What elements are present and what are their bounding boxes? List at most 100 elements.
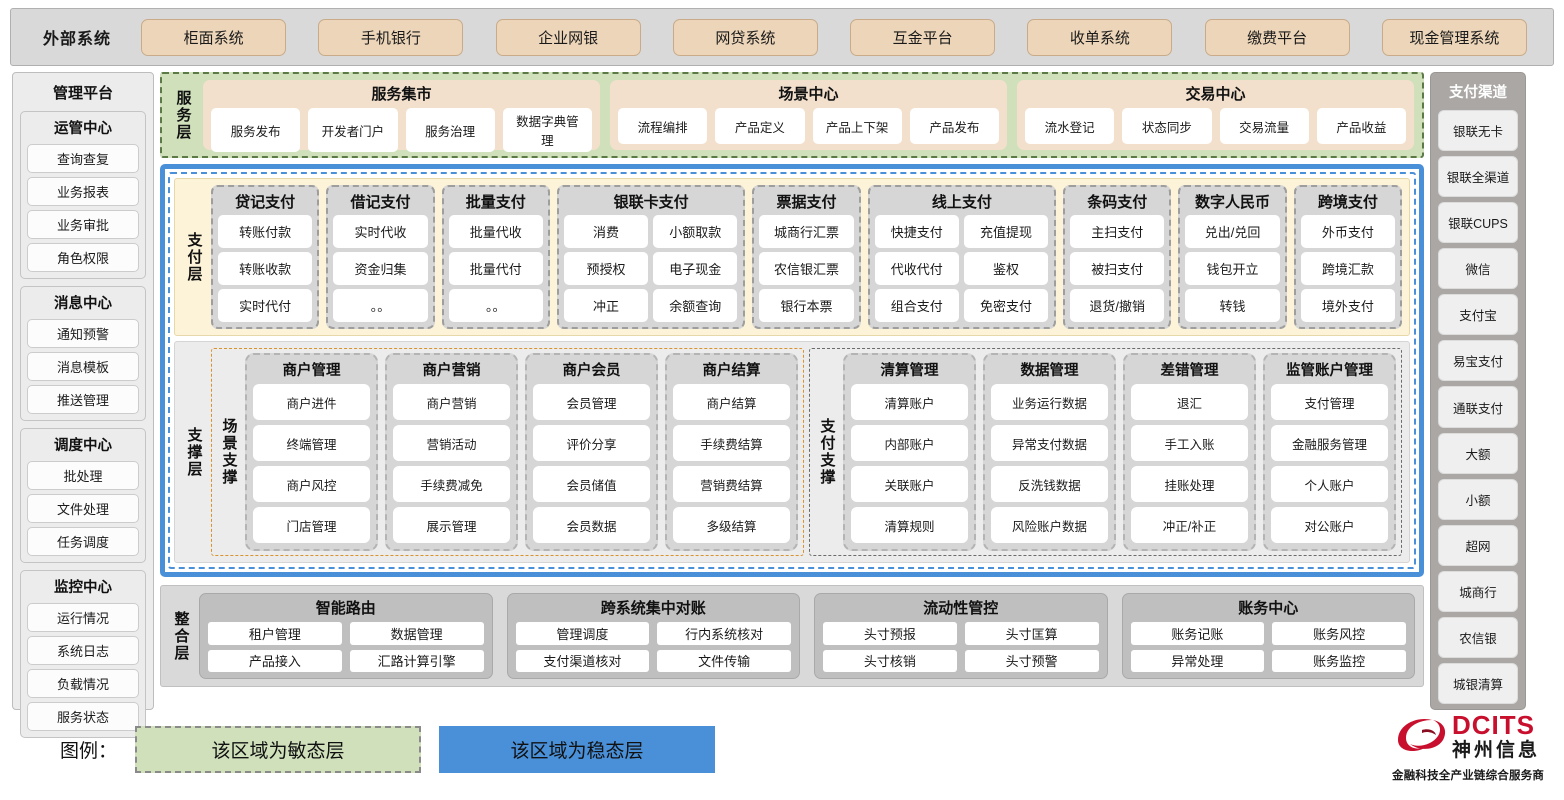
sidebar-item[interactable]: 业务报表 [27, 177, 139, 206]
support-item[interactable]: 多级结算 [673, 507, 790, 543]
payment-channel-item[interactable]: 微信 [1438, 248, 1518, 290]
sidebar-item[interactable]: 服务状态 [27, 702, 139, 731]
payment-item[interactable]: 农信银汇票 [759, 252, 854, 285]
sidebar-item[interactable]: 查询查复 [27, 144, 139, 173]
payment-item[interactable]: 免密支付 [963, 289, 1049, 322]
payment-channel-item[interactable]: 银联全渠道 [1438, 156, 1518, 198]
support-item[interactable]: 门店管理 [253, 507, 370, 543]
payment-channel-item[interactable]: 超网 [1438, 524, 1518, 566]
external-system-item[interactable]: 网贷系统 [672, 18, 818, 56]
payment-item[interactable]: 消费 [563, 215, 649, 248]
sidebar-item[interactable]: 推送管理 [27, 385, 139, 414]
service-item[interactable]: 产品发布 [909, 108, 999, 144]
sidebar-item[interactable]: 任务调度 [27, 527, 139, 556]
external-system-item[interactable]: 收单系统 [1027, 18, 1173, 56]
support-item[interactable]: 会员管理 [533, 384, 650, 420]
integration-item[interactable]: 头寸匡算 [964, 622, 1099, 645]
payment-item[interactable]: 代收代付 [874, 252, 959, 285]
payment-item[interactable]: 批量代收 [448, 215, 543, 248]
payment-item[interactable]: 预授权 [563, 252, 649, 285]
payment-item[interactable]: 快捷支付 [874, 215, 959, 248]
integration-item[interactable]: 行内系统核对 [657, 622, 791, 645]
sidebar-item[interactable]: 业务审批 [27, 210, 139, 239]
integration-item[interactable]: 租户管理 [208, 622, 342, 645]
support-item[interactable]: 清算规则 [851, 507, 968, 543]
payment-item[interactable]: 冲正 [563, 289, 649, 322]
integration-item[interactable]: 文件传输 [657, 649, 791, 672]
sidebar-item[interactable]: 通知预警 [27, 319, 139, 348]
support-item[interactable]: 金融服务管理 [1271, 425, 1388, 461]
payment-item[interactable]: 小额取款 [653, 215, 738, 248]
sidebar-item[interactable]: 负载情况 [27, 669, 139, 698]
support-item[interactable]: 关联账户 [851, 466, 968, 502]
payment-channel-item[interactable]: 城商行 [1438, 570, 1518, 612]
support-item[interactable]: 支付管理 [1271, 384, 1388, 420]
external-system-item[interactable]: 柜面系统 [141, 18, 287, 56]
integration-item[interactable]: 汇路计算引擎 [349, 649, 484, 672]
support-item[interactable]: 会员储值 [533, 466, 650, 502]
support-item[interactable]: 反洗钱数据 [991, 466, 1108, 502]
payment-channel-item[interactable]: 通联支付 [1438, 386, 1518, 428]
payment-item[interactable]: 电子现金 [653, 252, 738, 285]
payment-item[interactable]: 充值提现 [963, 215, 1049, 248]
support-item[interactable]: 业务运行数据 [991, 384, 1108, 420]
external-system-item[interactable]: 互金平台 [850, 18, 996, 56]
support-item[interactable]: 商户进件 [253, 384, 370, 420]
external-system-item[interactable]: 现金管理系统 [1381, 18, 1527, 56]
payment-item[interactable]: 转钱 [1185, 289, 1280, 322]
sidebar-item[interactable]: 角色权限 [27, 243, 139, 272]
integration-item[interactable]: 账务风控 [1272, 622, 1406, 645]
payment-item[interactable]: 退货/撤销 [1070, 289, 1165, 322]
support-item[interactable]: 内部账户 [851, 425, 968, 461]
support-item[interactable]: 手工入账 [1131, 425, 1248, 461]
integration-item[interactable]: 管理调度 [515, 622, 650, 645]
support-item[interactable]: 商户风控 [253, 466, 370, 502]
payment-channel-item[interactable]: 农信银 [1438, 616, 1518, 658]
support-item[interactable]: 手续费结算 [673, 425, 790, 461]
support-item[interactable]: 商户结算 [673, 384, 790, 420]
support-item[interactable]: 会员数据 [533, 507, 650, 543]
support-item[interactable]: 营销活动 [393, 425, 510, 461]
service-item[interactable]: 流水登记 [1025, 108, 1115, 144]
external-system-item[interactable]: 缴费平台 [1204, 18, 1350, 56]
service-item[interactable]: 开发者门户 [308, 108, 398, 152]
support-item[interactable]: 冲正/补正 [1131, 507, 1248, 543]
payment-item[interactable]: 。。 [333, 289, 428, 322]
sidebar-item[interactable]: 运行情况 [27, 603, 139, 632]
payment-item[interactable]: 外币支付 [1300, 215, 1395, 248]
support-item[interactable]: 风险账户数据 [991, 507, 1108, 543]
payment-item[interactable]: 组合支付 [874, 289, 959, 322]
service-item[interactable]: 流程编排 [618, 108, 708, 144]
payment-channel-item[interactable]: 大额 [1438, 432, 1518, 474]
payment-item[interactable]: 批量代付 [448, 252, 543, 285]
sidebar-item[interactable]: 系统日志 [27, 636, 139, 665]
integration-item[interactable]: 头寸预报 [823, 622, 957, 645]
service-item[interactable]: 服务发布 [211, 108, 301, 152]
support-item[interactable]: 终端管理 [253, 425, 370, 461]
support-item[interactable]: 退汇 [1131, 384, 1248, 420]
sidebar-item[interactable]: 文件处理 [27, 494, 139, 523]
payment-item[interactable]: 鉴权 [963, 252, 1049, 285]
payment-item[interactable]: 城商行汇票 [759, 215, 854, 248]
payment-item[interactable]: 。。 [448, 289, 543, 322]
payment-channel-item[interactable]: 城银清算 [1438, 662, 1518, 705]
support-item[interactable]: 展示管理 [393, 507, 510, 543]
support-item[interactable]: 个人账户 [1271, 466, 1388, 502]
payment-channel-item[interactable]: 银联CUPS [1438, 202, 1518, 244]
support-item[interactable]: 挂账处理 [1131, 466, 1248, 502]
support-item[interactable]: 商户营销 [393, 384, 510, 420]
integration-item[interactable]: 账务监控 [1272, 649, 1406, 672]
payment-item[interactable]: 转账收款 [218, 252, 313, 285]
service-item[interactable]: 交易流量 [1219, 108, 1309, 144]
support-item[interactable]: 对公账户 [1271, 507, 1388, 543]
integration-item[interactable]: 产品接入 [208, 649, 342, 672]
service-item[interactable]: 产品收益 [1316, 108, 1406, 144]
payment-channel-item[interactable]: 小额 [1438, 478, 1518, 520]
integration-item[interactable]: 账务记账 [1130, 622, 1265, 645]
integration-item[interactable]: 支付渠道核对 [515, 649, 650, 672]
integration-item[interactable]: 头寸核销 [823, 649, 957, 672]
service-item[interactable]: 服务治理 [405, 108, 495, 152]
payment-channel-item[interactable]: 银联无卡 [1438, 110, 1518, 152]
payment-item[interactable]: 境外支付 [1300, 289, 1395, 322]
payment-item[interactable]: 银行本票 [759, 289, 854, 322]
